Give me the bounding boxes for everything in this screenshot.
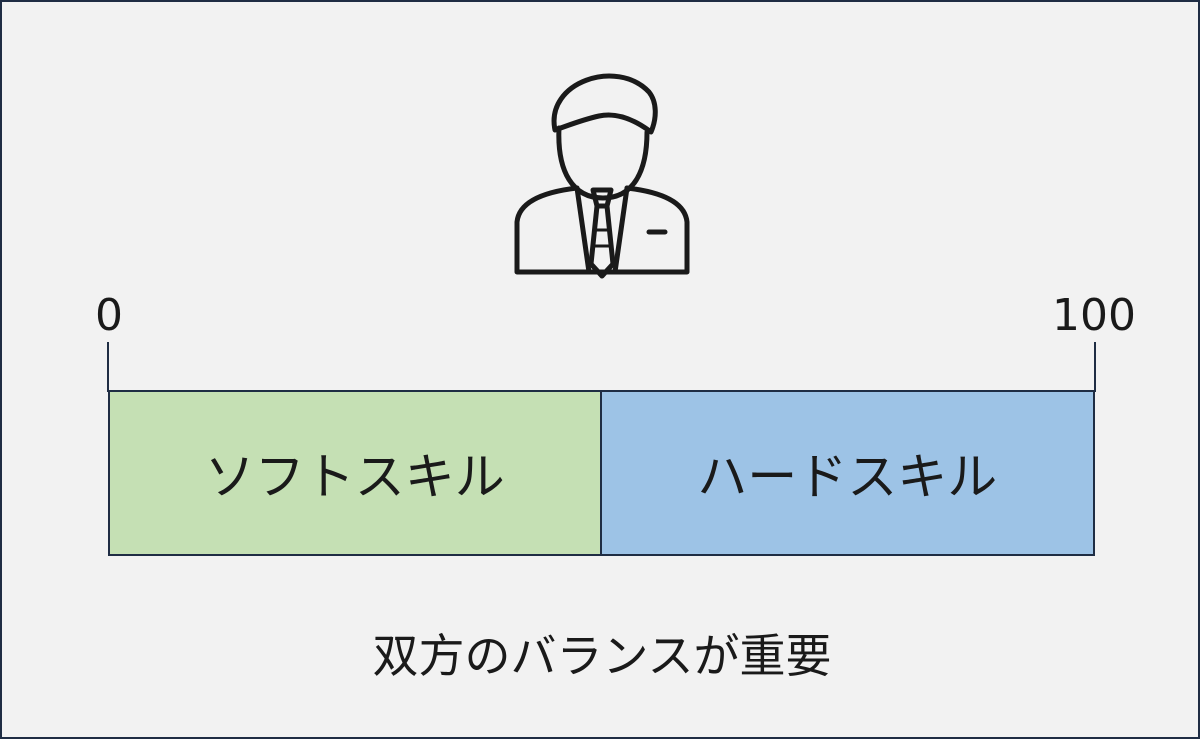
businessman-icon [514,73,690,279]
skill-balance-bar: ソフトスキル ハードスキル [108,390,1095,556]
scale-min-tick [107,342,109,392]
scale-min-label: 0 [95,290,123,341]
soft-skill-segment: ソフトスキル [110,392,602,554]
scale-max-tick [1094,342,1096,392]
hard-skill-segment: ハードスキル [601,392,1093,554]
scale-max-label: 100 [1052,290,1136,341]
caption: 双方のバランスが重要 [372,629,832,683]
